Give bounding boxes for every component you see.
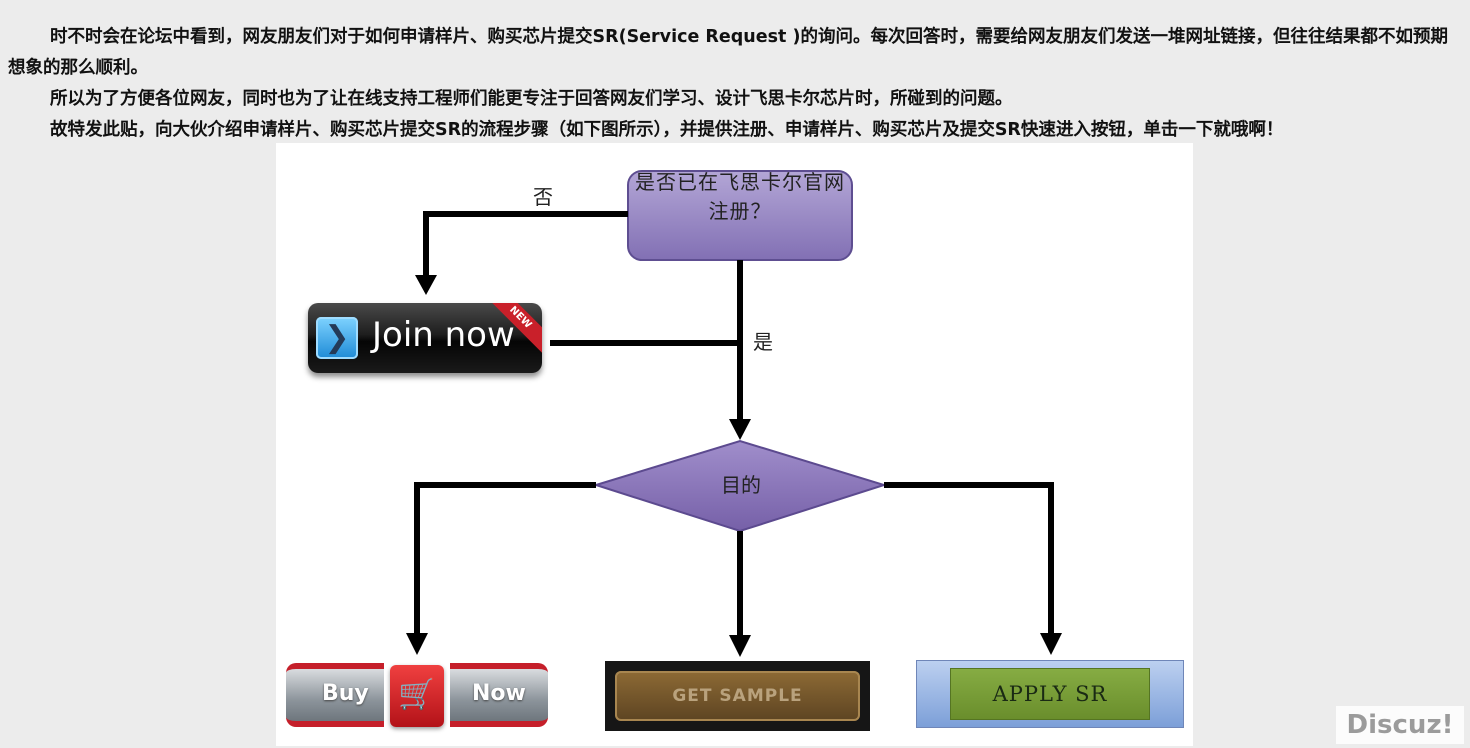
instruction-paragraph: 故特发此贴，向大伙介绍申请样片、购买芯片提交SR的流程步骤（如下图所示），并提供… — [50, 120, 1284, 140]
join-now-button[interactable]: ❯ Join now NEW — [308, 303, 542, 373]
buy-now-button-left[interactable]: Buy — [286, 663, 384, 727]
registration-question: 是否已在飞思卡尔官网注册？ — [635, 170, 845, 223]
no-branch-line — [423, 211, 628, 281]
buy-label: Buy — [322, 681, 369, 706]
intro-paragraph: 时不时会在论坛中看到，网友朋友们对于如何申请样片、购买芯片提交SR(Servic… — [8, 27, 1448, 78]
apply-branch-arrowhead — [1040, 633, 1062, 655]
join-now-label: Join now — [372, 315, 515, 355]
apply-branch-line — [884, 482, 1054, 636]
sample-branch-arrowhead — [729, 635, 751, 657]
yes-label: 是 — [753, 330, 773, 354]
purpose-paragraph: 所以为了方便各位网友，同时也为了让在线支持工程师们能更专注于回答网友们学习、设计… — [50, 89, 1013, 109]
flowchart-image: 是否已在飞思卡尔官网注册？ 否 是 目的 ❯ Join now NEW Buy … — [276, 143, 1193, 746]
no-branch-arrowhead — [415, 275, 437, 295]
no-label: 否 — [533, 185, 553, 209]
get-sample-button[interactable]: GET SAMPLE — [605, 661, 870, 731]
post-body: 时不时会在论坛中看到，网友朋友们对于如何申请样片、购买芯片提交SR(Servic… — [8, 22, 1463, 146]
chevron-right-icon: ❯ — [316, 317, 358, 359]
buy-now-button-right[interactable]: Now — [450, 663, 548, 727]
flowchart-connectors — [406, 170, 1062, 657]
shopping-cart-icon[interactable]: 🛒 — [390, 665, 444, 727]
buy-branch-line — [414, 482, 596, 636]
apply-sr-label: APPLY SR — [951, 669, 1149, 719]
get-sample-label: GET SAMPLE — [615, 671, 860, 721]
purpose-label: 目的 — [721, 473, 761, 497]
now-label: Now — [472, 681, 526, 706]
yes-trunk-arrowhead — [729, 419, 751, 440]
discuz-watermark: Discuz! — [1336, 706, 1464, 744]
apply-sr-button[interactable]: APPLY SR — [916, 660, 1184, 728]
buy-branch-arrowhead — [406, 633, 428, 655]
